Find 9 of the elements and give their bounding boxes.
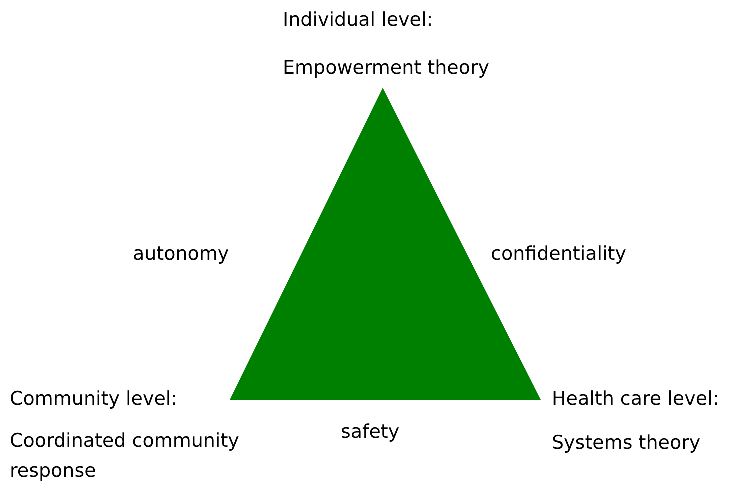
text-label: Health care level:: [552, 387, 720, 411]
text-label: autonomy: [133, 242, 230, 266]
text-label: Community level:: [10, 387, 178, 411]
text-label: Individual level:: [283, 8, 434, 32]
text-label: safety: [341, 420, 400, 444]
text-label: confidentiality: [491, 242, 626, 266]
text-label: Systems theory: [552, 431, 701, 455]
text-label: Coordinated community response: [10, 429, 240, 484]
text-label: Empowerment theory: [283, 56, 490, 80]
